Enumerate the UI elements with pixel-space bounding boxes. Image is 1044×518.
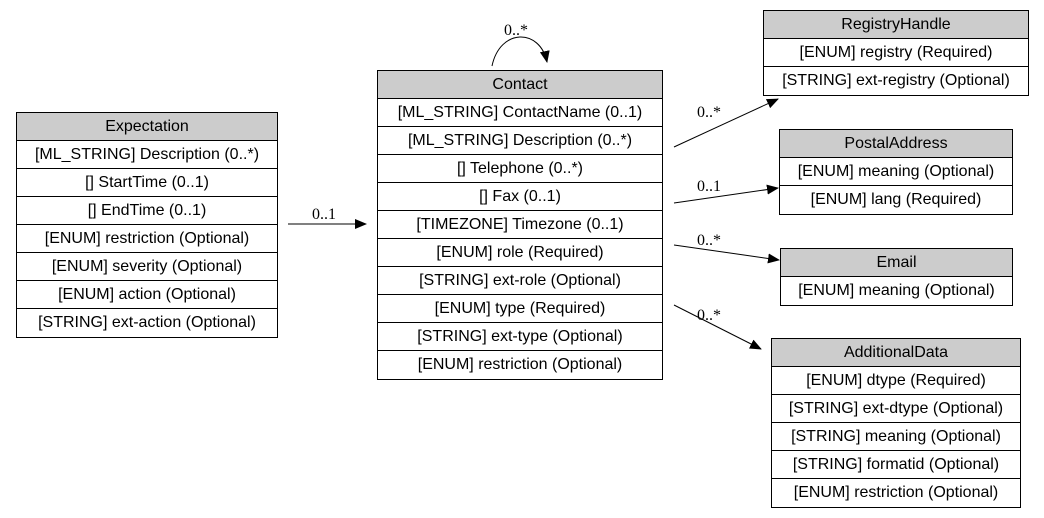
edge-contact-self: 0..* — [491, 22, 550, 67]
edge-expectation-contact: 0..1 — [288, 206, 367, 229]
node-attribute: [ML_STRING] ContactName (0..1) — [378, 99, 662, 127]
edge-label-contact-registry-handle: 0..* — [697, 104, 721, 121]
node-attribute: [] StartTime (0..1) — [17, 169, 277, 197]
node-attribute: [] Telephone (0..*) — [378, 155, 662, 183]
node-attribute: [ENUM] dtype (Required) — [772, 367, 1020, 395]
node-attribute: [ML_STRING] Description (0..*) — [17, 141, 277, 169]
node-attribute: [STRING] ext-registry (Optional) — [782, 72, 1010, 89]
node-attribute: [ENUM] meaning (Optional) — [798, 282, 995, 299]
node-attribute: [TIMEZONE] Timezone (0..1) — [378, 211, 662, 239]
edge-label-contact-email: 0..* — [697, 232, 721, 249]
edge-contact-postal-address: 0..1 — [673, 178, 779, 204]
node-attribute: [ENUM] restriction (Optional) — [17, 225, 277, 253]
node-attribute: [] Fax (0..1) — [378, 183, 662, 211]
node-attribute: [STRING] ext-dtype (Optional) — [772, 395, 1020, 423]
node-title: Contact — [378, 71, 662, 99]
edge-label-expectation-contact: 0..1 — [312, 206, 336, 223]
node-title: AdditionalData — [772, 339, 1020, 367]
node-attribute: [ENUM] restriction (Optional) — [793, 484, 999, 501]
node-additional-data: AdditionalData [ENUM] dtype (Required) [… — [771, 338, 1021, 508]
node-attribute: [ENUM] action (Optional) — [17, 281, 277, 309]
node-contact: Contact [ML_STRING] ContactName (0..1) [… — [377, 70, 663, 380]
edge-contact-email: 0..* — [673, 232, 780, 264]
node-title: PostalAddress — [780, 130, 1012, 158]
node-attribute: [STRING] formatid (Optional) — [772, 451, 1020, 479]
node-attribute: [STRING] ext-action (Optional) — [38, 314, 256, 331]
node-expectation: Expectation [ML_STRING] Description (0..… — [16, 112, 278, 338]
node-attribute: [ENUM] meaning (Optional) — [780, 158, 1012, 186]
node-registry-handle: RegistryHandle [ENUM] registry (Required… — [763, 10, 1029, 96]
node-attribute: [ENUM] registry (Required) — [764, 39, 1028, 67]
edge-contact-registry-handle: 0..* — [673, 98, 779, 148]
node-attribute: [ENUM] role (Required) — [378, 239, 662, 267]
node-title: RegistryHandle — [764, 11, 1028, 39]
edge-label-contact-self: 0..* — [504, 22, 528, 39]
node-attribute: [ENUM] type (Required) — [378, 295, 662, 323]
node-attribute: [] EndTime (0..1) — [17, 197, 277, 225]
node-attribute: [STRING] ext-role (Optional) — [378, 267, 662, 295]
node-title: Expectation — [17, 113, 277, 141]
edge-label-contact-postal-address: 0..1 — [697, 178, 721, 195]
edge-label-contact-additional-data: 0..* — [697, 307, 721, 324]
node-attribute: [STRING] ext-type (Optional) — [378, 323, 662, 351]
node-attribute: [ENUM] restriction (Optional) — [417, 356, 623, 373]
node-attribute: [ML_STRING] Description (0..*) — [378, 127, 662, 155]
node-attribute: [STRING] meaning (Optional) — [772, 423, 1020, 451]
node-email: Email [ENUM] meaning (Optional) — [780, 248, 1013, 306]
node-attribute: [ENUM] lang (Required) — [810, 191, 982, 208]
node-attribute: [ENUM] severity (Optional) — [17, 253, 277, 281]
node-title: Email — [781, 249, 1012, 277]
node-postal-address: PostalAddress [ENUM] meaning (Optional) … — [779, 129, 1013, 215]
edge-contact-additional-data: 0..* — [673, 304, 762, 350]
